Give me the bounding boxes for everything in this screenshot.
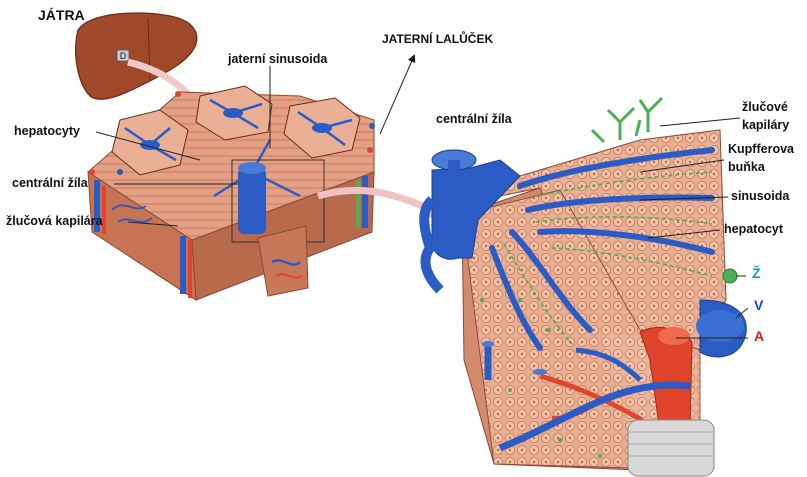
liver-organ: D [75,12,198,100]
label-kupfferova-line2: buňka [728,160,765,174]
label-jatra: JÁTRA [38,7,85,23]
label-jaterni-lalucek: JATERNÍ LALŮČEK [382,32,494,46]
label-jaterni-sinusoida: jaterní sinusoida [228,52,328,66]
label-a-artery: A [754,328,765,344]
label-zlucove-kapilary-line2: kapiláry [742,118,790,132]
label-sinusoida: sinusoida [731,189,790,203]
lobule-detail [419,96,747,477]
label-centralni-zila-left: centrální žíla [12,176,88,190]
label-hepatocyt: hepatocyt [724,222,784,236]
liver-marker-letter: D [120,51,127,61]
label-v-vein: V [754,297,764,313]
label-zlucova-kapilara: žlučová kapilára [6,214,103,228]
label-centralni-zila-right: centrální žíla [436,112,512,126]
label-z-bile-duct: Ž [752,265,761,281]
zoom-arrow-2 [316,186,434,214]
lobule-block [87,85,375,301]
label-hepatocyty: hepatocyty [14,124,80,138]
label-zlucove-kapilary-line1: žlučové [742,100,788,114]
leader-lines [95,54,749,339]
label-kupfferova-line1: Kupfferova [728,142,794,156]
